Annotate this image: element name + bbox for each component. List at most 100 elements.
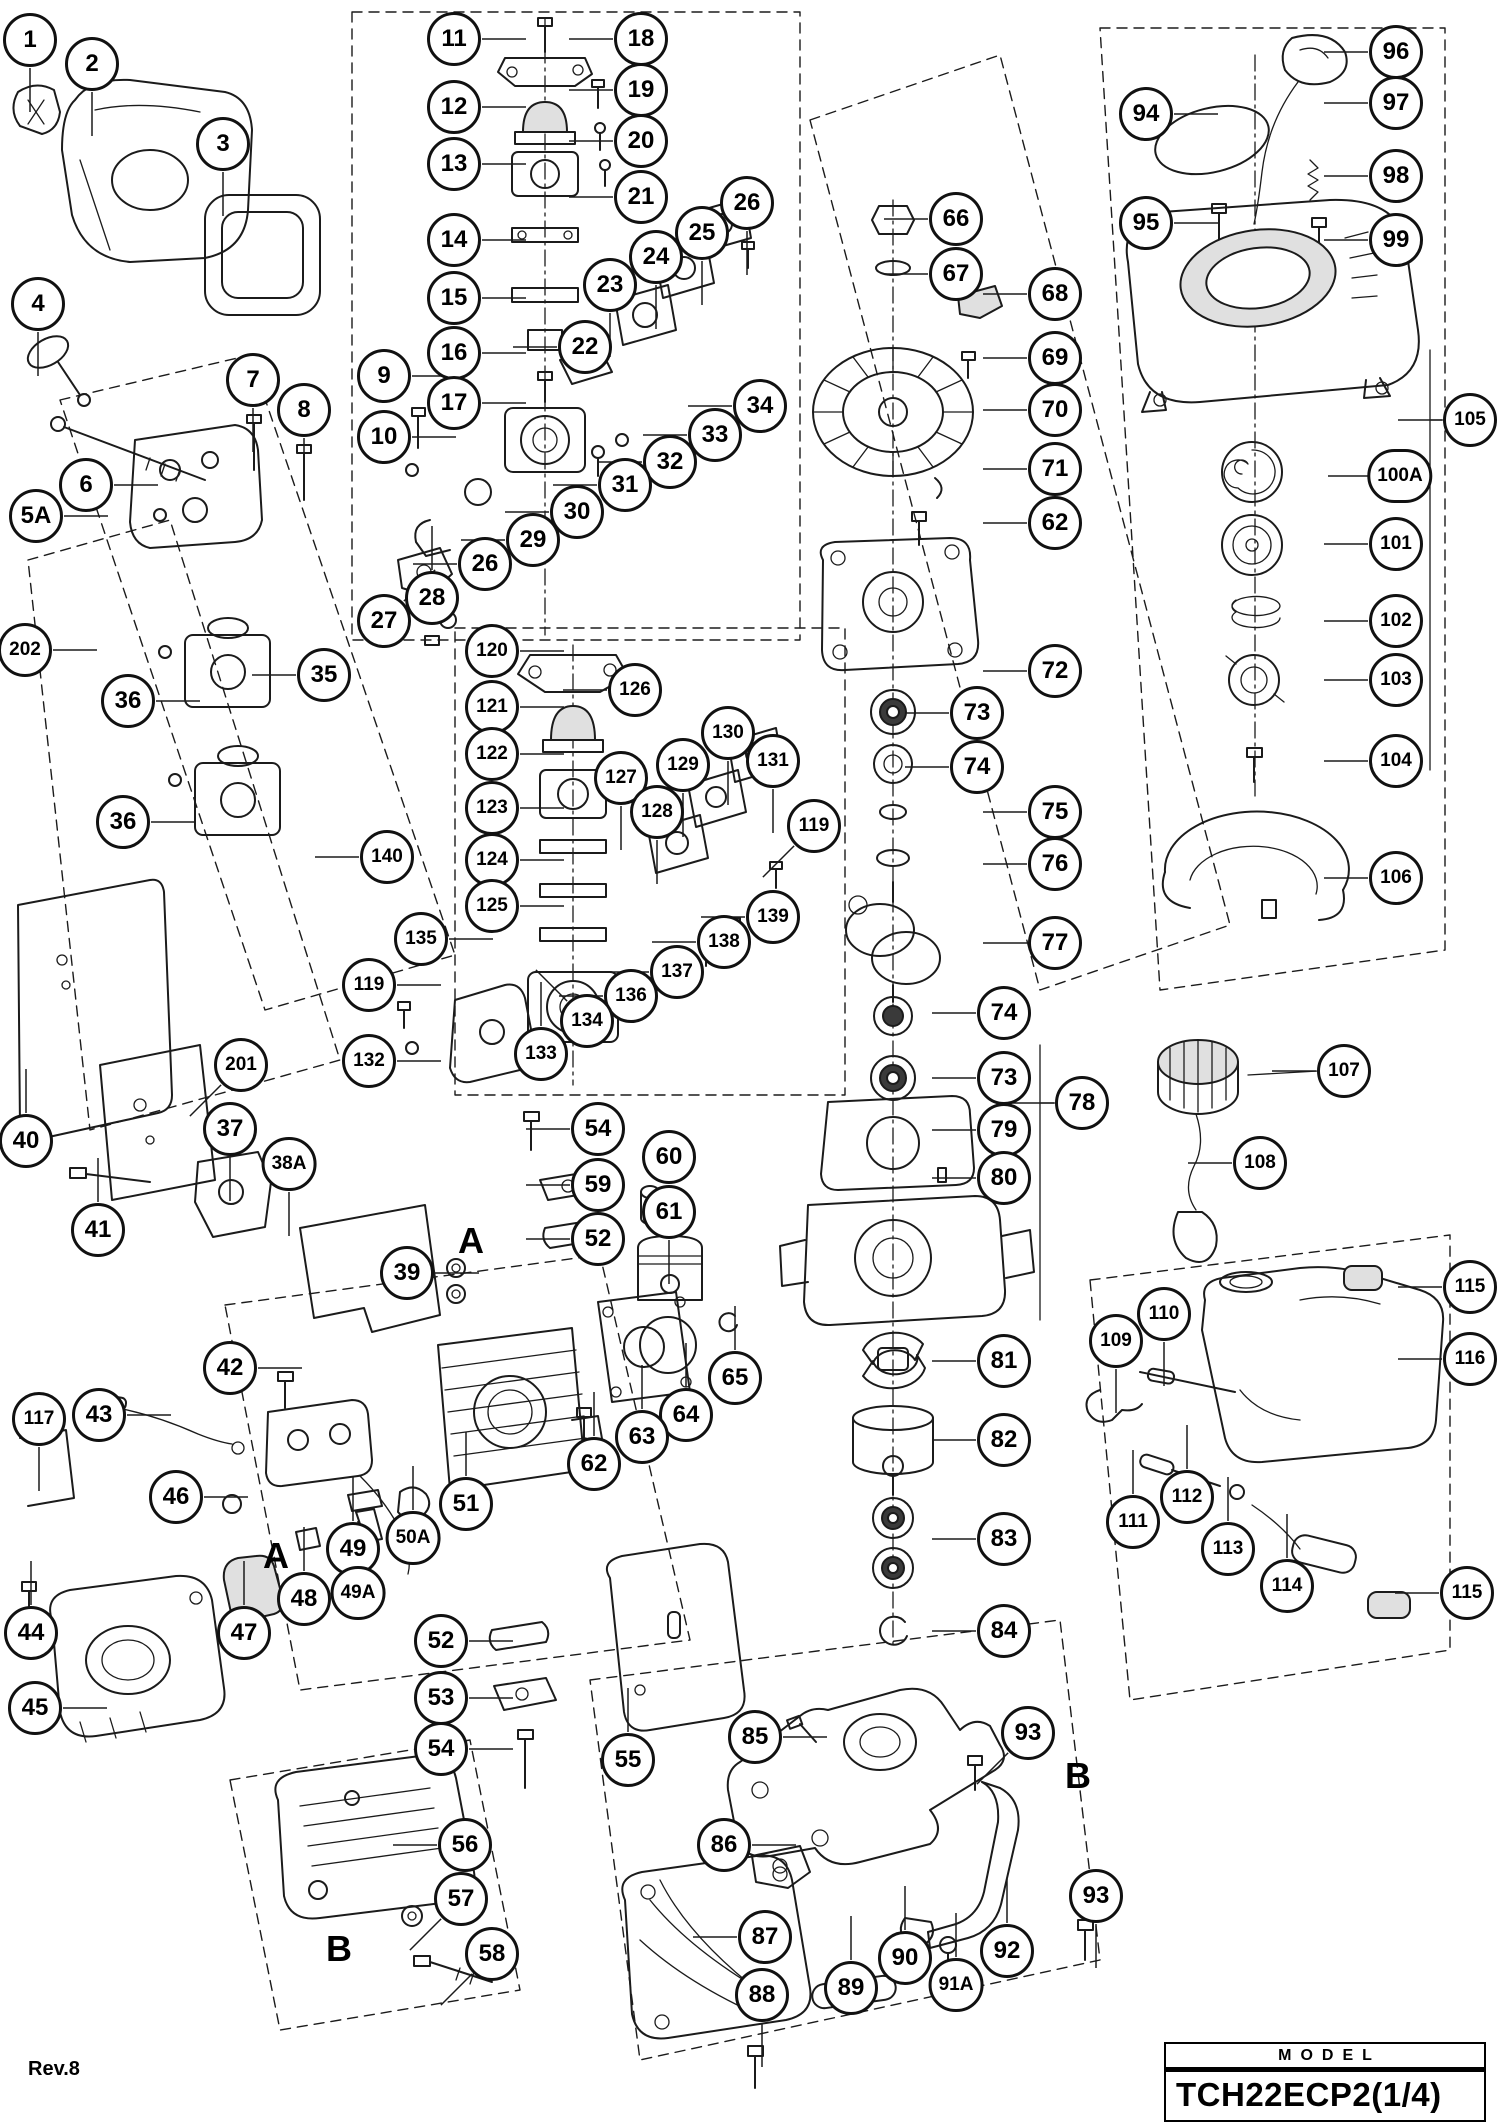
section-letter-A-2: A <box>263 1535 289 1576</box>
callout-117: 117 <box>12 1392 66 1446</box>
callout-11: 11 <box>427 12 481 66</box>
callout-24: 24 <box>629 230 683 284</box>
callout-37: 37 <box>203 1102 257 1156</box>
callout-7: 7 <box>226 353 280 407</box>
callout-102: 102 <box>1369 594 1423 648</box>
callout-29: 29 <box>506 513 560 567</box>
callout-130: 130 <box>701 706 755 760</box>
callout-136: 136 <box>604 969 658 1023</box>
callout-42: 42 <box>203 1341 257 1395</box>
callout-82: 82 <box>977 1413 1031 1467</box>
callout-76: 76 <box>1028 837 1082 891</box>
callout-65: 65 <box>708 1351 762 1405</box>
callout-93-2: 93 <box>1069 1869 1123 1923</box>
callout-58: 58 <box>465 1927 519 1981</box>
callout-4: 4 <box>11 277 65 331</box>
callout-99: 99 <box>1369 213 1423 267</box>
callout-74-2: 74 <box>977 986 1031 1040</box>
callout-109: 109 <box>1089 1314 1143 1368</box>
callout-97: 97 <box>1369 76 1423 130</box>
callout-202: 202 <box>0 623 52 677</box>
engine-mount-37-sketch <box>194 1151 272 1238</box>
section-letter-B-3: B <box>326 1928 352 1969</box>
callout-52: 52 <box>571 1212 625 1266</box>
callout-22: 22 <box>558 320 612 374</box>
callout-69: 69 <box>1028 331 1082 385</box>
callout-27: 27 <box>357 594 411 648</box>
callout-121: 121 <box>465 680 519 734</box>
callout-115: 115 <box>1443 1260 1497 1314</box>
callout-131: 131 <box>746 734 800 788</box>
callout-54-2: 54 <box>414 1722 468 1776</box>
callout-66: 66 <box>929 192 983 246</box>
callout-48: 48 <box>277 1572 331 1626</box>
callout-119-2: 119 <box>342 958 396 1012</box>
callout-12: 12 <box>427 80 481 134</box>
callout-1: 1 <box>3 13 57 67</box>
choke-lever-sketch <box>26 335 91 407</box>
bolt-41-sketch <box>69 1167 151 1183</box>
callout-90: 90 <box>878 1931 932 1985</box>
callout-73: 73 <box>950 686 1004 740</box>
callout-70: 70 <box>1028 383 1082 437</box>
callout-10: 10 <box>357 410 411 464</box>
callout-91A: 91A <box>928 1958 984 2012</box>
callout-104: 104 <box>1369 734 1423 788</box>
callout-108: 108 <box>1233 1136 1287 1190</box>
callout-123: 123 <box>465 781 519 835</box>
callout-54: 54 <box>571 1102 625 1156</box>
callout-83: 83 <box>977 1512 1031 1566</box>
callout-201: 201 <box>214 1038 268 1092</box>
callout-133: 133 <box>514 1027 568 1081</box>
callout-40: 40 <box>0 1114 53 1168</box>
gasket-sheet-201-sketch <box>99 1044 216 1201</box>
callout-100A: 100A <box>1367 449 1433 503</box>
callout-3: 3 <box>196 117 250 171</box>
callout-107: 107 <box>1317 1044 1371 1098</box>
callout-138: 138 <box>697 915 751 969</box>
callout-9: 9 <box>357 349 411 403</box>
callout-26: 26 <box>720 176 774 230</box>
callout-98: 98 <box>1369 149 1423 203</box>
callout-75: 75 <box>1028 785 1082 839</box>
callout-89: 89 <box>824 1961 878 2015</box>
callout-74: 74 <box>950 740 1004 794</box>
callout-17: 17 <box>427 376 481 430</box>
callout-16: 16 <box>427 326 481 380</box>
callout-2: 2 <box>65 37 119 91</box>
callout-71: 71 <box>1028 442 1082 496</box>
callout-87: 87 <box>738 1910 792 1964</box>
callout-126: 126 <box>608 663 662 717</box>
callout-25: 25 <box>675 206 729 260</box>
callout-15: 15 <box>427 271 481 325</box>
callout-103: 103 <box>1369 653 1423 707</box>
callout-79: 79 <box>977 1103 1031 1157</box>
callout-39: 39 <box>380 1246 434 1300</box>
callout-19: 19 <box>614 63 668 117</box>
model-number: TCH22ECP2(1/4) <box>1176 2076 1442 2113</box>
air-filter-sketch <box>204 194 321 316</box>
callout-23: 23 <box>583 258 637 312</box>
callout-60: 60 <box>642 1130 696 1184</box>
callout-129: 129 <box>656 738 710 792</box>
callout-132: 132 <box>342 1034 396 1088</box>
callout-41: 41 <box>71 1203 125 1257</box>
callout-128: 128 <box>630 785 684 839</box>
callout-81: 81 <box>977 1334 1031 1388</box>
callout-67: 67 <box>929 247 983 301</box>
callout-34: 34 <box>733 379 787 433</box>
callout-53: 53 <box>414 1671 468 1725</box>
callout-21: 21 <box>614 170 668 224</box>
callout-93: 93 <box>1001 1706 1055 1760</box>
callout-105: 105 <box>1443 393 1497 447</box>
callout-110: 110 <box>1137 1287 1191 1341</box>
leader-line <box>189 1084 222 1117</box>
callout-26-2: 26 <box>458 537 512 591</box>
callout-31: 31 <box>598 458 652 512</box>
callout-139: 139 <box>746 890 800 944</box>
callout-52-2: 52 <box>414 1614 468 1668</box>
callout-84: 84 <box>977 1604 1031 1658</box>
callout-106: 106 <box>1369 851 1423 905</box>
